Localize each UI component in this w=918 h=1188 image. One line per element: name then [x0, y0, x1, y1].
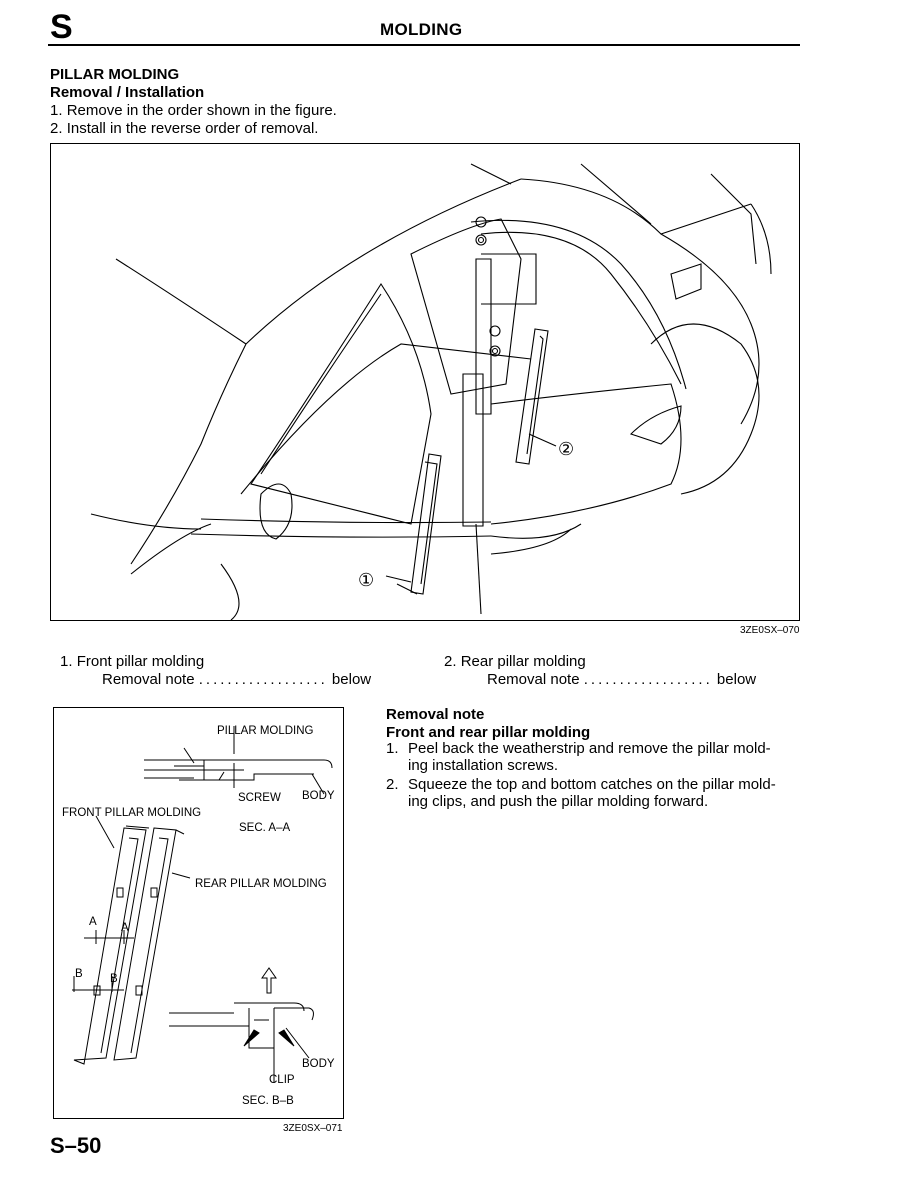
label-screw: SCREW: [238, 792, 281, 804]
step-line: Peel back the weatherstrip and remove th…: [408, 740, 771, 757]
page-number: S–50: [50, 1133, 102, 1158]
step-text: Squeeze the top and bottom catches on th…: [408, 776, 806, 810]
part-name: Rear pillar molding: [460, 653, 586, 670]
page-title: MOLDING: [380, 20, 463, 39]
pillar-molding-figure: ① ②: [50, 143, 800, 621]
label-body-top: BODY: [302, 790, 335, 802]
step-line: ing clips, and push the pillar molding f…: [408, 793, 709, 810]
note-label: Removal note: [487, 671, 580, 688]
removal-step-2: 2. Squeeze the top and bottom catches on…: [386, 776, 806, 812]
label-front-pillar-molding: FRONT PILLAR MOLDING: [62, 807, 202, 819]
label-section-b-right: B: [110, 973, 118, 985]
note-ref: below: [331, 671, 372, 688]
step-text: Peel back the weatherstrip and remove th…: [408, 740, 806, 774]
intro-step-2: 2. Install in the reverse order of remov…: [50, 120, 450, 138]
section-detail-illustration: [72, 726, 333, 1083]
leader-dots: ..................: [583, 671, 713, 688]
callout-2: ②: [558, 439, 575, 459]
step-line: ing installation screws.: [408, 757, 559, 774]
part-name: Front pillar molding: [76, 653, 205, 670]
note-ref: below: [716, 671, 757, 688]
label-clip: CLIP: [269, 1074, 295, 1086]
label-section-a-right: A: [121, 922, 129, 934]
step-number: 2.: [386, 776, 399, 793]
label-section-b-left: B: [75, 968, 83, 980]
label-sec-aa: SEC. A–A: [239, 822, 291, 834]
figure-code: 3ZE0SX–070: [740, 625, 800, 636]
figure-code: 3ZE0SX–071: [283, 1123, 343, 1134]
part-1: 1. Front pillar molding: [60, 653, 420, 671]
part-number: 2.: [444, 653, 457, 670]
part-2: 2. Rear pillar molding: [444, 653, 804, 671]
part-2-note: Removal note .................. below: [487, 671, 807, 689]
step-number: 1.: [386, 740, 399, 757]
section-subheading: Removal / Installation: [50, 84, 205, 101]
part-number: 1.: [60, 653, 73, 670]
removal-note-subheading: Front and rear pillar molding: [386, 724, 591, 741]
step-number: 1.: [50, 102, 63, 119]
label-section-a-left: A: [89, 916, 97, 928]
note-label: Removal note: [102, 671, 195, 688]
callout-1: ①: [358, 570, 375, 590]
part-1-note: Removal note .................. below: [102, 671, 422, 689]
section-heading: PILLAR MOLDING: [50, 66, 180, 83]
removal-step-1: 1. Peel back the weatherstrip and remove…: [386, 740, 806, 776]
removal-note-heading: Removal note: [386, 706, 485, 723]
section-detail-figure: PILLAR MOLDING SCREW BODY FRONT PILLAR M…: [53, 707, 344, 1119]
label-sec-bb: SEC. B–B: [242, 1095, 294, 1107]
header-rule: [48, 44, 800, 46]
step-number: 2.: [50, 120, 63, 137]
label-body-bottom: BODY: [302, 1058, 335, 1070]
car-pillar-illustration: [90, 163, 772, 620]
section-letter: S: [50, 8, 73, 46]
step-text: Remove in the order shown in the figure.: [66, 102, 337, 119]
step-text: Install in the reverse order of removal.: [66, 120, 319, 137]
leader-dots: ..................: [198, 671, 328, 688]
label-pillar-molding: PILLAR MOLDING: [217, 725, 314, 737]
step-line: Squeeze the top and bottom catches on th…: [408, 776, 776, 793]
label-rear-pillar-molding: REAR PILLAR MOLDING: [195, 878, 327, 890]
intro-step-1: 1. Remove in the order shown in the figu…: [50, 102, 450, 120]
